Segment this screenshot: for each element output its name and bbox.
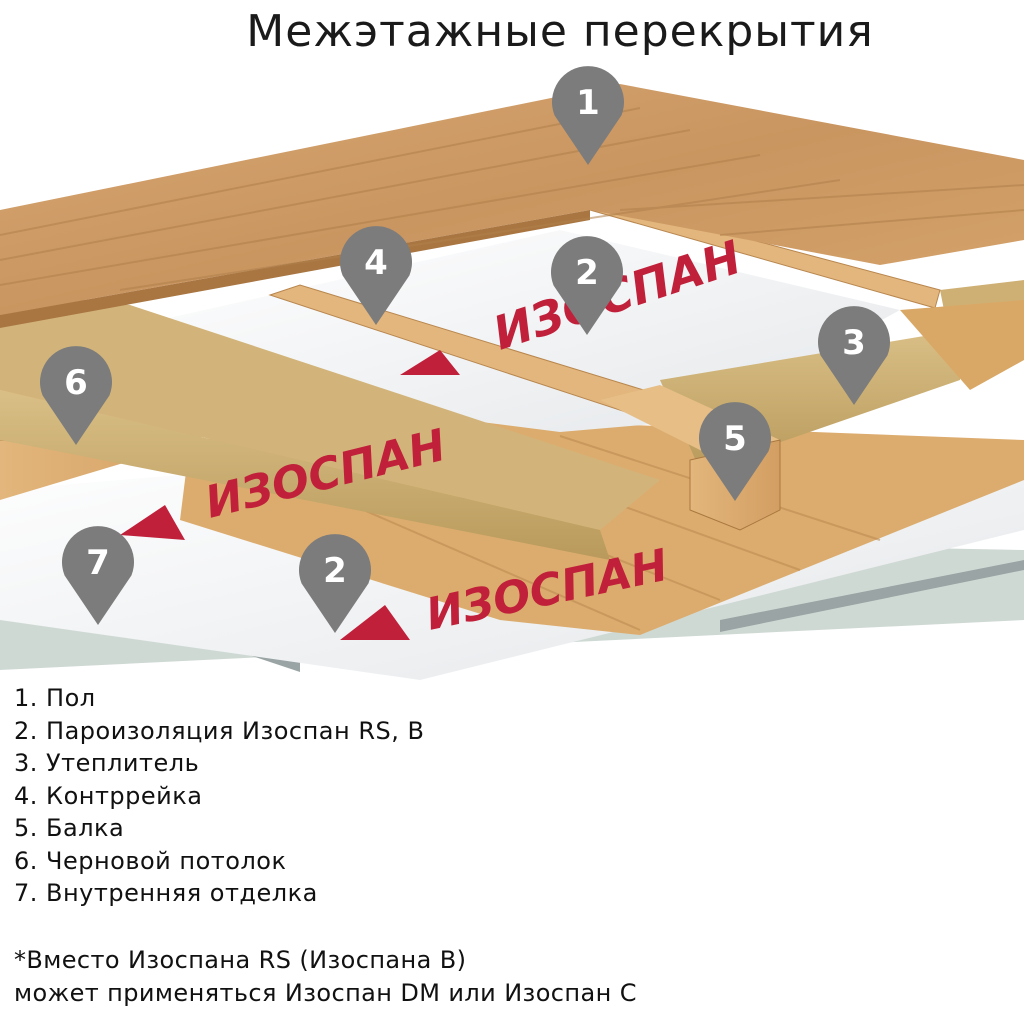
legend-item: 5. Балка — [14, 812, 424, 845]
page-title: Межэтажные перекрытия — [0, 6, 1024, 57]
marker-pin-label: 7 — [86, 543, 110, 583]
legend-item: 1. Пол — [14, 682, 424, 715]
marker-pin-label: 5 — [723, 419, 747, 459]
marker-pin-label: 2 — [575, 253, 599, 293]
legend-item: 2. Пароизоляция Изоспан RS, B — [14, 715, 424, 748]
footnote: *Вместо Изоспана RS (Изоспана B) может п… — [14, 944, 637, 1010]
legend-item: 4. Контррейка — [14, 780, 424, 813]
marker-pin-label: 2 — [323, 551, 347, 591]
marker-pin-label: 6 — [64, 363, 88, 403]
marker-pin-label: 4 — [364, 243, 388, 283]
marker-pin-label: 3 — [842, 323, 866, 363]
legend-item: 6. Черновой потолок — [14, 845, 424, 878]
legend-list: 1. Пол 2. Пароизоляция Изоспан RS, B 3. … — [14, 682, 424, 910]
footnote-line-2: может применяться Изоспан DM или Изоспан… — [14, 977, 637, 1010]
footnote-line-1: *Вместо Изоспана RS (Изоспана B) — [14, 944, 637, 977]
marker-pin-label: 1 — [576, 83, 600, 123]
legend-item: 7. Внутренняя отделка — [14, 877, 424, 910]
legend-item: 3. Утеплитель — [14, 747, 424, 780]
